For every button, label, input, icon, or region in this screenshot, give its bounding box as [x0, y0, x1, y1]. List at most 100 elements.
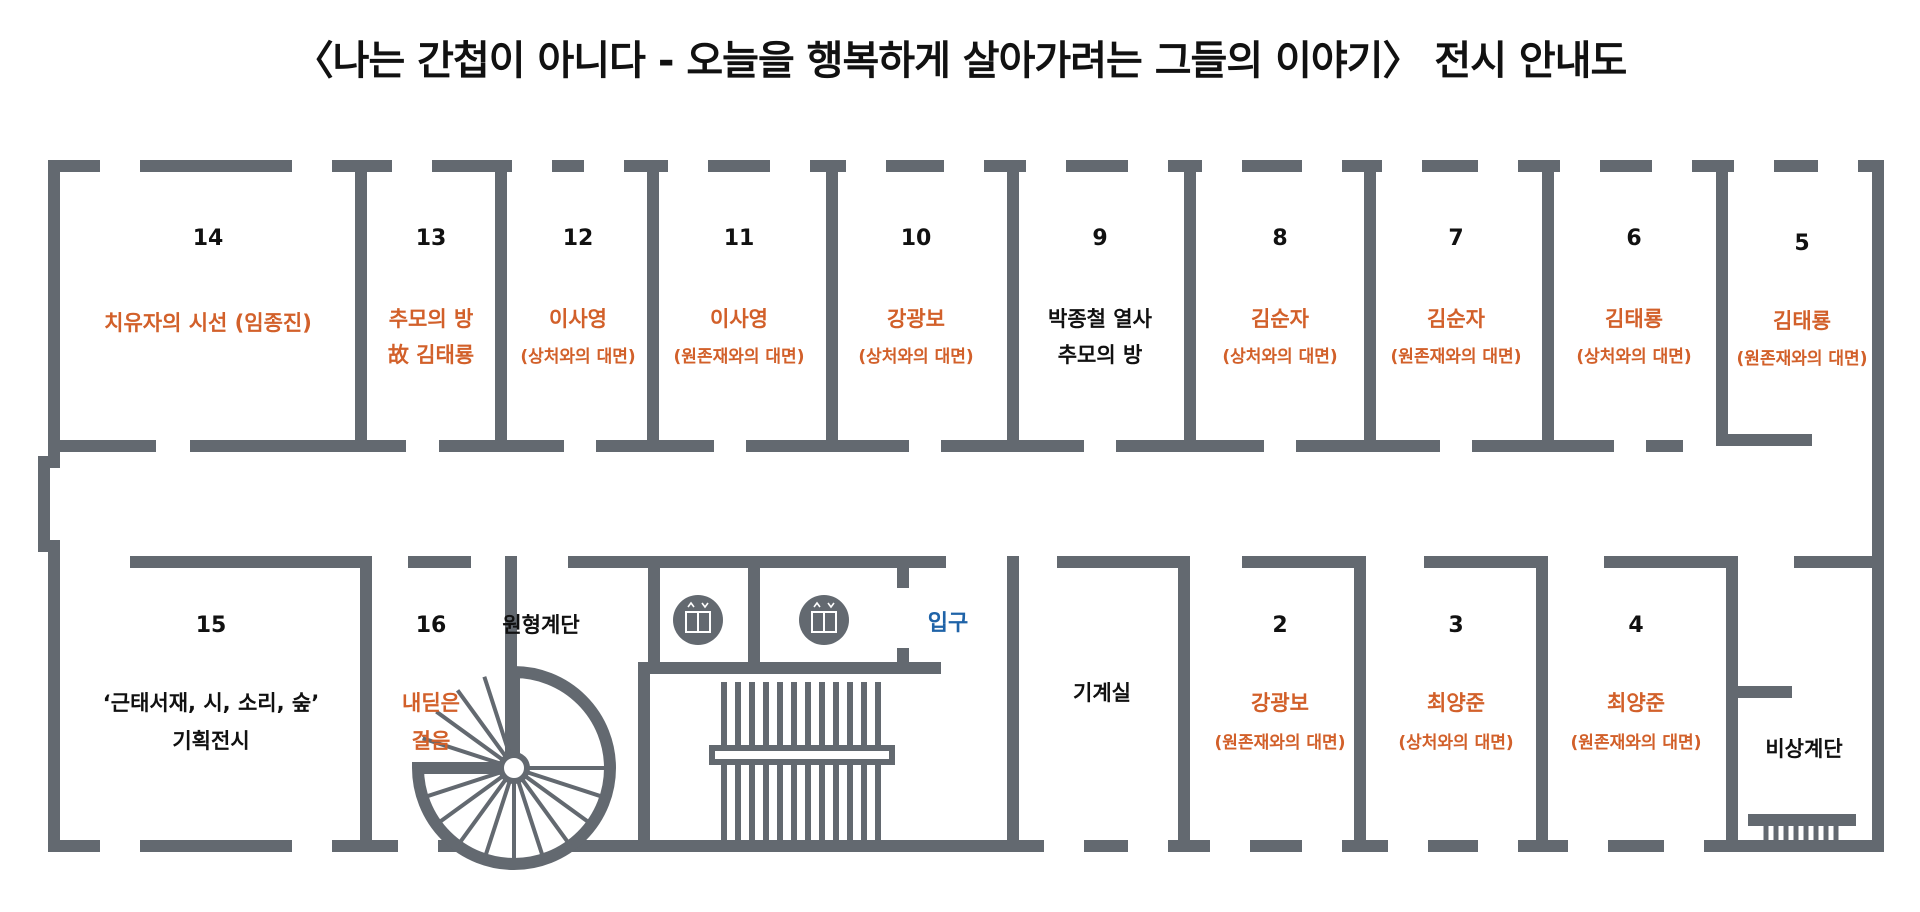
spiral-stair-core	[498, 752, 530, 784]
door-gap	[398, 836, 438, 858]
room-title: 박종철 열사	[1048, 307, 1153, 331]
stair-landing	[709, 745, 895, 765]
room-title: 이사영	[549, 307, 607, 331]
door-gap	[1664, 836, 1704, 858]
spiral-stair-tread	[525, 770, 606, 800]
door-gap	[1382, 156, 1422, 178]
spiral-stair-fill	[411, 665, 616, 870]
room-number: 13	[416, 226, 447, 251]
spiral-stair-tread	[455, 689, 508, 759]
room-number: 15	[196, 613, 227, 638]
door-gap	[1734, 156, 1774, 178]
door-gap	[1478, 836, 1518, 858]
room-subtitle: 걸음	[412, 729, 451, 753]
room-subtitle: (상처와의 대면)	[858, 347, 973, 367]
room-title: 김태룡	[1773, 309, 1831, 333]
room-number: 8	[1272, 226, 1287, 251]
room-title: 이사영	[710, 307, 768, 331]
spiral-stairs-label: 원형계단	[502, 613, 579, 637]
room-subtitle: 기획전시	[172, 729, 249, 753]
room-subtitle: 추모의 방	[1058, 343, 1143, 367]
door-gap	[668, 156, 708, 178]
door-gap	[1302, 836, 1342, 858]
room-subtitle: (상처와의 대면)	[1398, 733, 1513, 753]
door-gap	[1818, 156, 1858, 178]
spiral-stair-tread	[422, 736, 503, 766]
room-number: 9	[1092, 226, 1107, 251]
room-title: 강광보	[887, 307, 945, 331]
door-gap	[770, 156, 810, 178]
door-gap	[944, 156, 984, 178]
emergency-stairs-label: 비상계단	[1765, 737, 1842, 761]
room-title: 최양준	[1607, 691, 1665, 715]
spiral-stair-tread	[435, 709, 505, 762]
room-subtitle: (원존재와의 대면)	[1391, 347, 1522, 367]
room-number: 10	[901, 226, 932, 251]
spiral-stair-tread	[516, 779, 546, 860]
room-number: 2	[1272, 613, 1287, 638]
room-title: 강광보	[1251, 691, 1309, 715]
room-subtitle: (상처와의 대면)	[1222, 347, 1337, 367]
outer-wall	[38, 160, 1884, 852]
door-gap	[512, 156, 552, 178]
room-number: 6	[1626, 226, 1641, 251]
room-number: 11	[724, 226, 755, 251]
room-subtitle: (원존재와의 대면)	[1737, 349, 1868, 369]
room-number: 16	[416, 613, 447, 638]
room-subtitle: (원존재와의 대면)	[1215, 733, 1346, 753]
room-title: ‘근태서재, 시, 소리, 숲’	[103, 691, 319, 715]
room-subtitle: 故 김태룡	[388, 343, 474, 367]
door-gap	[392, 156, 432, 178]
spiral-stair-tread	[482, 779, 512, 860]
spiral-stair-tread	[455, 777, 508, 847]
room-title: 내딛은	[402, 691, 460, 715]
room-subtitle: (상처와의 대면)	[1576, 347, 1691, 367]
room-title: 김순자	[1251, 307, 1310, 331]
room-title: 추모의 방	[389, 307, 474, 331]
door-gap	[1388, 836, 1428, 858]
page-title: 〈나는 간첩이 아니다 - 오늘을 행복하게 살아가려는 그들의 이야기〉 전시…	[293, 38, 1628, 84]
door-gap	[1478, 156, 1518, 178]
room-number: 7	[1448, 226, 1463, 251]
room-number: 4	[1628, 613, 1643, 638]
door-gap	[100, 156, 140, 178]
room-number: 5	[1794, 231, 1809, 256]
main-staircase	[709, 682, 895, 840]
door-gap	[1044, 836, 1084, 858]
machine-room-label: 기계실	[1073, 681, 1131, 705]
door-gap	[1202, 156, 1242, 178]
spiral-stair-tread	[482, 676, 512, 757]
door-gap	[1026, 156, 1066, 178]
room-subtitle: (원존재와의 대면)	[1571, 733, 1702, 753]
room-title: 치유자의 시선 (임종진)	[104, 311, 312, 335]
emergency-stair-treads	[1763, 822, 1839, 844]
spiral-stair-tread	[435, 774, 505, 827]
room-title: 최양준	[1427, 691, 1485, 715]
room-title: 김순자	[1427, 307, 1486, 331]
door-gap	[292, 156, 332, 178]
door-gap	[1128, 836, 1168, 858]
spiral-stair-tread	[422, 770, 503, 800]
spiral-stair-tread	[523, 774, 593, 827]
spiral-stair-tread	[520, 777, 573, 847]
door-gap	[100, 836, 140, 858]
door-gap	[1652, 156, 1692, 178]
door-gap	[1568, 836, 1608, 858]
room-number: 3	[1448, 613, 1463, 638]
door-gap	[846, 156, 886, 178]
door-gap	[292, 836, 332, 858]
room-subtitle: (원존재와의 대면)	[674, 347, 805, 367]
door-gap	[1560, 156, 1600, 178]
room-subtitle: (상처와의 대면)	[520, 347, 635, 367]
door-gap	[584, 156, 624, 178]
room-number: 14	[193, 226, 224, 251]
elevator-icon	[799, 595, 849, 645]
entrance-label[interactable]: 입구	[928, 611, 968, 636]
spiral-staircase	[411, 665, 616, 870]
elevator-icon	[673, 595, 723, 645]
door-gap	[1210, 836, 1250, 858]
room-number: 12	[563, 226, 594, 251]
room-title: 김태룡	[1605, 307, 1663, 331]
